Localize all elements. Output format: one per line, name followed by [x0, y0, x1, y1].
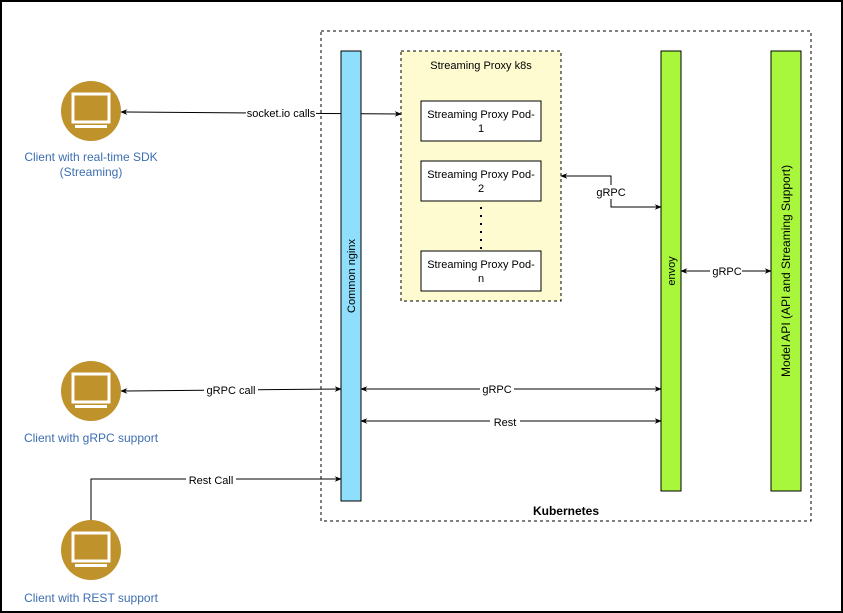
grpc-call-label: gRPC call	[207, 385, 256, 397]
client-grpc[interactable]: Client with gRPC support	[24, 361, 159, 445]
client-label-line2: (Streaming)	[60, 165, 123, 179]
envoy[interactable]: envoy	[660, 50, 682, 492]
client-label: Client with REST support	[24, 591, 159, 605]
pod-label-line1: Streaming Proxy Pod-	[427, 169, 535, 181]
rest-call-connector	[90, 476, 342, 520]
proxy-envoy-label: gRPC	[596, 187, 625, 199]
pod-label-line2: 1	[478, 123, 484, 135]
client-rest[interactable]: Client with REST support	[24, 520, 159, 605]
monitor-icon	[61, 81, 121, 141]
client-label: Client with gRPC support	[24, 431, 159, 445]
nginx-envoy-rest-label: Rest	[494, 417, 517, 429]
client-label-line1: Client with real-time SDK	[24, 150, 157, 164]
envoy-label: envoy	[666, 256, 678, 286]
client-realtime-sdk[interactable]: Client with real-time SDK (Streaming)	[24, 81, 158, 179]
kubernetes-label: Kubernetes	[533, 504, 599, 518]
pod-label-line2: 2	[478, 183, 484, 195]
monitor-icon	[61, 520, 121, 580]
model-api-label: Model API (API and Streaming Support)	[779, 165, 793, 377]
proxy-pod-n[interactable]: Streaming Proxy Pod- n	[420, 250, 542, 292]
pod-label-line1: Streaming Proxy Pod-	[427, 259, 535, 271]
streaming-proxy-title: Streaming Proxy k8s	[430, 60, 532, 72]
common-nginx[interactable]: Common nginx	[340, 50, 362, 502]
pod-label-line2: n	[478, 273, 484, 285]
kubernetes-cluster: Kubernetes	[320, 30, 812, 522]
nginx-label: Common nginx	[346, 239, 358, 313]
nginx-envoy-grpc-label: gRPC	[482, 384, 511, 396]
monitor-icon	[61, 361, 121, 421]
model-api[interactable]: Model API (API and Streaming Support)	[770, 50, 802, 492]
socketio-label: socket.io calls	[247, 108, 316, 120]
streaming-proxy-group: Streaming Proxy k8s Streaming Proxy Pod-…	[400, 50, 562, 302]
proxy-pod-1[interactable]: Streaming Proxy Pod- 1	[420, 100, 542, 142]
envoy-model-label: gRPC	[712, 266, 741, 278]
proxy-pod-2[interactable]: Streaming Proxy Pod- 2	[420, 160, 542, 202]
pod-label-line1: Streaming Proxy Pod-	[427, 109, 535, 121]
rest-call-label: Rest Call	[189, 475, 234, 487]
